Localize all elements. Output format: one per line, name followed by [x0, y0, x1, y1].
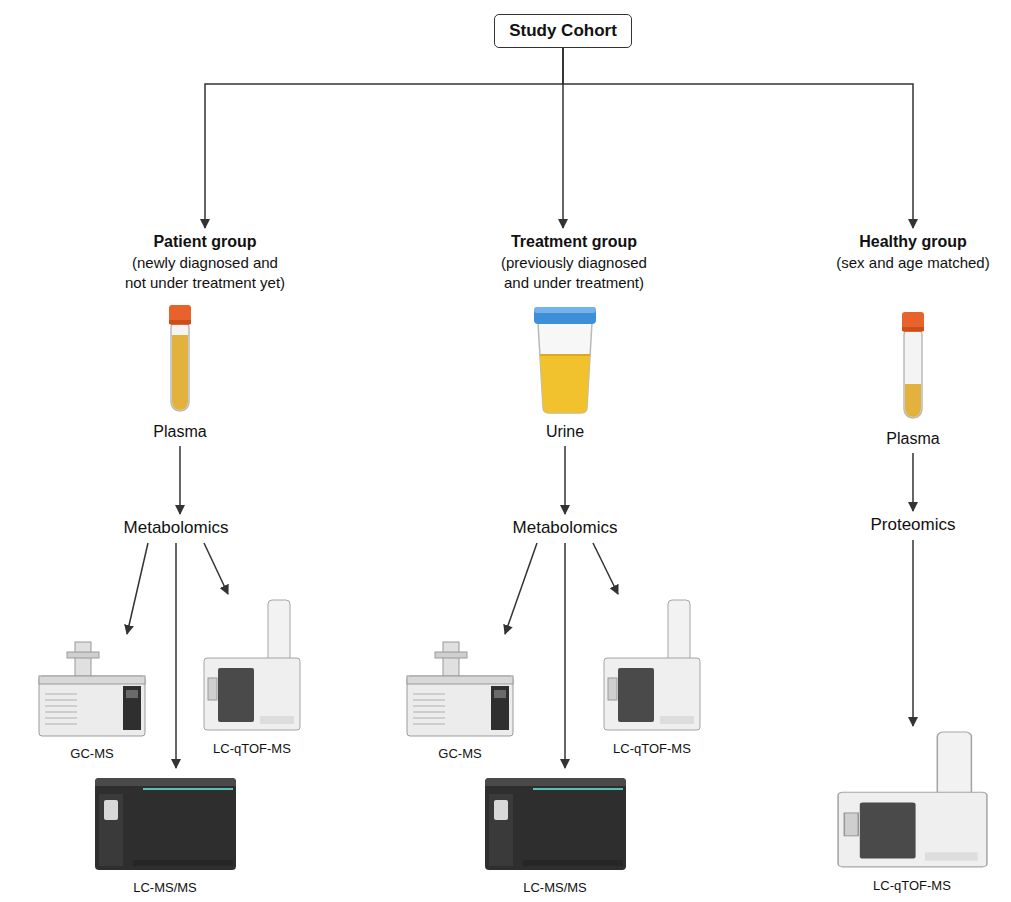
- node-title: Proteomics: [870, 515, 955, 535]
- flow-arrow: [912, 453, 914, 511]
- group-label: Healthy group(sex and age matched): [829, 232, 997, 273]
- flow-arrow: [564, 543, 566, 768]
- node-description: (sex and age matched): [836, 253, 989, 273]
- group-label: Treatment group(previously diagnosed and…: [490, 232, 658, 293]
- flow-arrow: [563, 48, 913, 228]
- flow-arrow: [179, 446, 181, 514]
- instrument: LC-qTOF-MS: [602, 598, 702, 756]
- flow-arrow: [175, 543, 177, 768]
- sample-cup: Urine: [530, 305, 600, 441]
- node-title: GC-MS: [70, 746, 113, 761]
- sample-tube: Plasma: [153, 305, 206, 441]
- qtof-icon: [602, 598, 702, 733]
- qtof-icon: [202, 598, 302, 733]
- tube2-icon: [895, 312, 931, 422]
- node-description: (previously diagnosed and under treatmen…: [490, 253, 658, 294]
- method-label: Metabolomics: [513, 518, 618, 538]
- method-label: Proteomics: [870, 515, 955, 535]
- node-title: Metabolomics: [124, 518, 229, 538]
- flow-arrow: [593, 543, 618, 594]
- flow-arrow: [564, 446, 566, 514]
- lcms-icon: [483, 772, 628, 872]
- node-title: Plasma: [153, 423, 206, 441]
- node-title: Healthy group: [859, 232, 967, 253]
- flow-arrow: [912, 540, 914, 726]
- node-title: LC-qTOF-MS: [213, 741, 291, 756]
- flow-arrow: [505, 543, 537, 634]
- gc-icon: [405, 638, 515, 738]
- instrument: GC-MS: [405, 638, 515, 761]
- instrument: LC-MS/MS: [483, 772, 628, 895]
- flow-arrow: [127, 543, 148, 634]
- flow-arrow: [204, 543, 228, 594]
- instrument: LC-qTOF-MS: [202, 598, 302, 756]
- group-label: Patient group(newly diagnosed and not un…: [121, 232, 289, 293]
- node-title: LC-MS/MS: [523, 880, 587, 895]
- cup-icon: [530, 305, 600, 415]
- node-title: LC-qTOF-MS: [873, 878, 951, 893]
- tube-icon: [162, 305, 198, 415]
- node-title: GC-MS: [438, 746, 481, 761]
- instrument: LC-qTOF-MS: [835, 730, 990, 893]
- gc-icon: [37, 638, 147, 738]
- node-title: Urine: [546, 423, 584, 441]
- node-description: (newly diagnosed and not under treatment…: [121, 253, 289, 294]
- sample-tube: Plasma: [886, 312, 939, 448]
- instrument: LC-MS/MS: [93, 772, 238, 895]
- node-title: Study Cohort: [509, 21, 617, 41]
- qtofBig-icon: [835, 730, 990, 870]
- instrument: GC-MS: [37, 638, 147, 761]
- cohort-box: Study Cohort: [494, 14, 632, 48]
- lcms-icon: [93, 772, 238, 872]
- flow-arrow: [205, 48, 563, 228]
- node-title: Plasma: [886, 430, 939, 448]
- node-title: Treatment group: [511, 232, 637, 253]
- node-title: LC-qTOF-MS: [613, 741, 691, 756]
- node-title: Patient group: [153, 232, 256, 253]
- node-title: Metabolomics: [513, 518, 618, 538]
- node-title: LC-MS/MS: [133, 880, 197, 895]
- method-label: Metabolomics: [124, 518, 229, 538]
